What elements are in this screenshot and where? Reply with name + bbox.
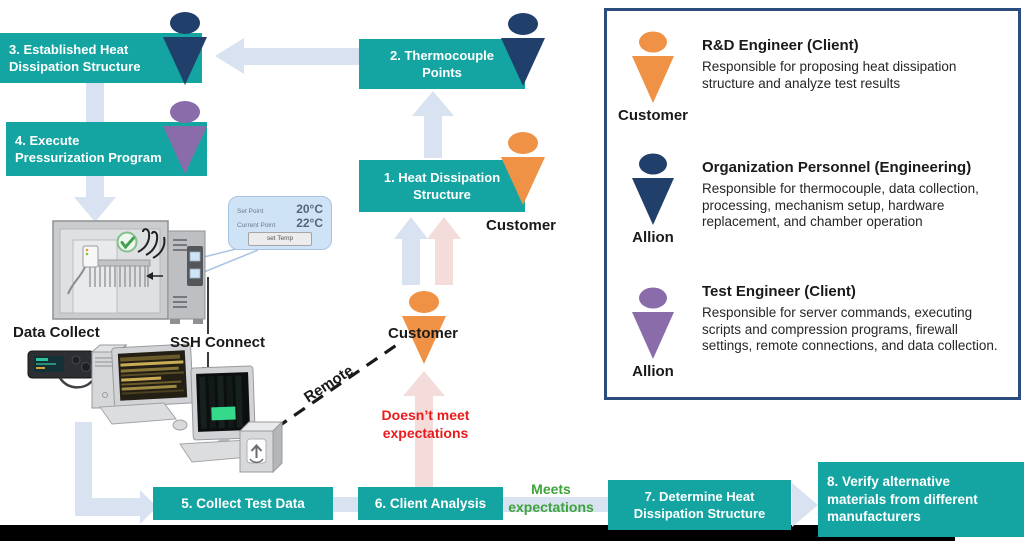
customer-person-icon-mid [402, 291, 446, 364]
step2-label: 2. Thermocouple Points [389, 47, 495, 80]
set-point-value: 20°C [296, 202, 323, 216]
doesnt-meet-expectations-label: Doesn’t meet expectations [381, 407, 470, 441]
step1-label: 1. Heat Dissipation Structure [383, 169, 501, 202]
remote-dashed-line [275, 342, 399, 430]
allion-person-icon-step3 [163, 12, 207, 85]
step8-label: 8. Verify alternative materials from dif… [827, 473, 978, 525]
connector-step6-step7 [503, 497, 608, 512]
set-point-label: Set Point [237, 208, 264, 215]
check-circle-icon [116, 231, 138, 253]
keyboard-1-illustration [99, 402, 177, 425]
legend-desc-organization-personnel: Responsible for thermocouple, data colle… [702, 181, 979, 230]
arrow-step2-to-step3 [215, 38, 360, 74]
data-collect-label: Data Collect [13, 324, 100, 341]
arrow-step6-to-customer [403, 371, 445, 490]
arrow-step7-to-step8 [792, 483, 818, 527]
legend-desc-test-engineer: Responsible for server commands, executi… [702, 305, 998, 354]
step8-box: 8. Verify alternative materials from dif… [818, 462, 1024, 537]
legend-tag-customer: Customer [617, 107, 688, 124]
step3-label: 3. Established Heat Dissipation Structur… [9, 41, 141, 74]
legend-tag-allion-1: Allion [632, 229, 674, 246]
airflow-direction-arrow-icon [146, 272, 153, 280]
chamber-display-button [189, 268, 201, 279]
ssh-connect-label: SSH Connect [170, 334, 266, 351]
allion-person-icon-step2 [501, 13, 545, 86]
customer-label-step1: Customer [486, 217, 557, 234]
client-person-icon-step4 [163, 101, 207, 174]
step4-label: 4. Execute Pressurization Program [15, 132, 162, 165]
customer-person-icon-step1 [501, 132, 545, 205]
test-engineer-person-icon-legend [632, 287, 674, 359]
data-logger-illustration [27, 350, 95, 389]
step1-box: 1. Heat Dissipation Structure [359, 160, 525, 212]
thermal-chamber-illustration [52, 220, 206, 324]
heatsink-fins-icon [89, 266, 149, 287]
step6-box: 6. Client Analysis [358, 487, 503, 520]
legend-desc-rd-engineer: Responsible for proposing heat dissipati… [702, 59, 957, 91]
chamber-temp-callout: Set Point 20°C Current Point 22°C set Te… [228, 196, 332, 250]
current-point-value: 22°C [296, 216, 323, 230]
arrow-step1-to-step2 [412, 91, 454, 158]
legend-role-organization-personnel: Organization Personnel (Engineering) [702, 159, 972, 176]
allion-person-icon-legend [632, 153, 674, 225]
step7-box: 7. Determine Heat Dissipation Structure [608, 480, 791, 530]
bottom-black-bar [0, 525, 955, 541]
monitor-1-illustration [111, 343, 194, 421]
legend-role-rd-engineer: R&D Engineer (Client) [702, 37, 859, 54]
arrow-customer-to-step1-pink [427, 217, 461, 285]
callout-pointer-lines [199, 248, 259, 273]
terminal-highlight [211, 406, 236, 421]
upload-arrow-icon [250, 444, 263, 458]
step7-label: 7. Determine Heat Dissipation Structure [633, 488, 766, 521]
step6-label: 6. Client Analysis [374, 495, 487, 511]
step5-label: 5. Collect Test Data [181, 495, 305, 511]
set-temp-button: set Temp [248, 232, 312, 246]
arrow-customer-to-step1-blue [394, 217, 428, 285]
customer-label-mid: Customer [388, 325, 459, 342]
mouse-1-illustration [172, 419, 188, 431]
remote-device-illustration [238, 420, 284, 474]
current-point-label: Current Point [237, 222, 276, 229]
sensor-wire [67, 266, 86, 295]
legend-role-test-engineer: Test Engineer (Client) [702, 283, 856, 300]
sensor-box-icon [82, 245, 99, 268]
connector-step5-step6 [333, 497, 358, 512]
step5-box: 5. Collect Test Data [153, 487, 333, 520]
customer-person-icon-legend [632, 31, 674, 103]
wind-icon [137, 228, 166, 259]
connector-equipment-to-step5 [75, 422, 157, 524]
chamber-display-button [189, 251, 201, 262]
legend-tag-allion-2: Allion [632, 363, 674, 380]
step2-box: 2. Thermocouple Points [359, 39, 525, 89]
roles-legend: Customer R&D Engineer (Client) Responsib… [604, 8, 1021, 400]
meets-expectations-label: Meets expectations [508, 481, 594, 515]
